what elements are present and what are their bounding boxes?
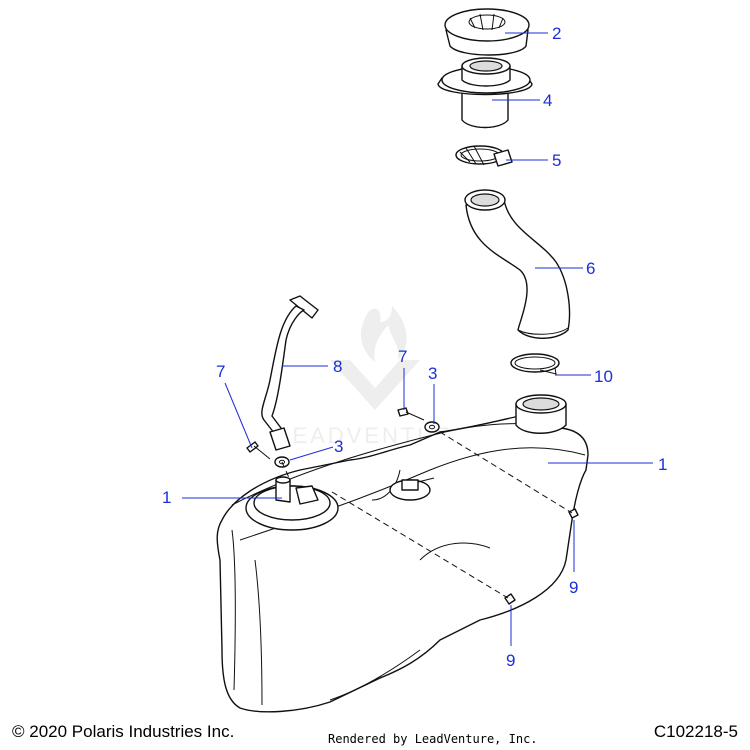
mounting-axes — [281, 431, 573, 599]
callout-washer-mid: 3 — [428, 364, 437, 383]
nut-bottom — [504, 593, 516, 605]
bolt-left — [246, 441, 271, 460]
callout-cap: 2 — [552, 24, 561, 43]
filler-neck — [437, 57, 533, 129]
washer-mid — [424, 421, 440, 433]
callout-nut-right: 9 — [569, 578, 578, 597]
callout-washer-left: 3 — [334, 437, 343, 456]
fuel-tank — [216, 394, 589, 713]
diagram-part-number: C102218-5 — [653, 722, 738, 741]
callout-bolt-mid: 7 — [398, 347, 407, 366]
copyright-notice: © 2020 Polaris Industries Inc. — [12, 722, 235, 741]
callout-tank-right: 1 — [658, 455, 667, 474]
callout-filler-neck: 4 — [543, 91, 552, 110]
small-clamp — [455, 145, 513, 167]
callout-vent-line: 8 — [333, 357, 342, 376]
large-clamp — [510, 353, 560, 375]
callout-bolt-left: 7 — [216, 362, 225, 381]
callouts: 2 4 5 6 10 1 1 8 7 7 3 3 9 9 — [162, 24, 667, 670]
callout-tank-left: 1 — [162, 488, 171, 507]
leader-lines — [182, 32, 653, 646]
callout-fill-hose: 6 — [586, 259, 595, 278]
vent-line — [261, 295, 319, 451]
rendered-by-credit: Rendered by LeadVenture, Inc. — [328, 732, 538, 746]
callout-small-clamp: 5 — [552, 151, 561, 170]
fuel-cap — [444, 8, 530, 56]
callout-nut-bottom: 9 — [506, 651, 515, 670]
nut-right — [568, 508, 579, 519]
fill-hose — [464, 189, 571, 339]
bolt-mid — [397, 407, 425, 421]
callout-large-clamp: 10 — [594, 367, 613, 386]
watermark: LEADVENTURE — [277, 306, 470, 448]
